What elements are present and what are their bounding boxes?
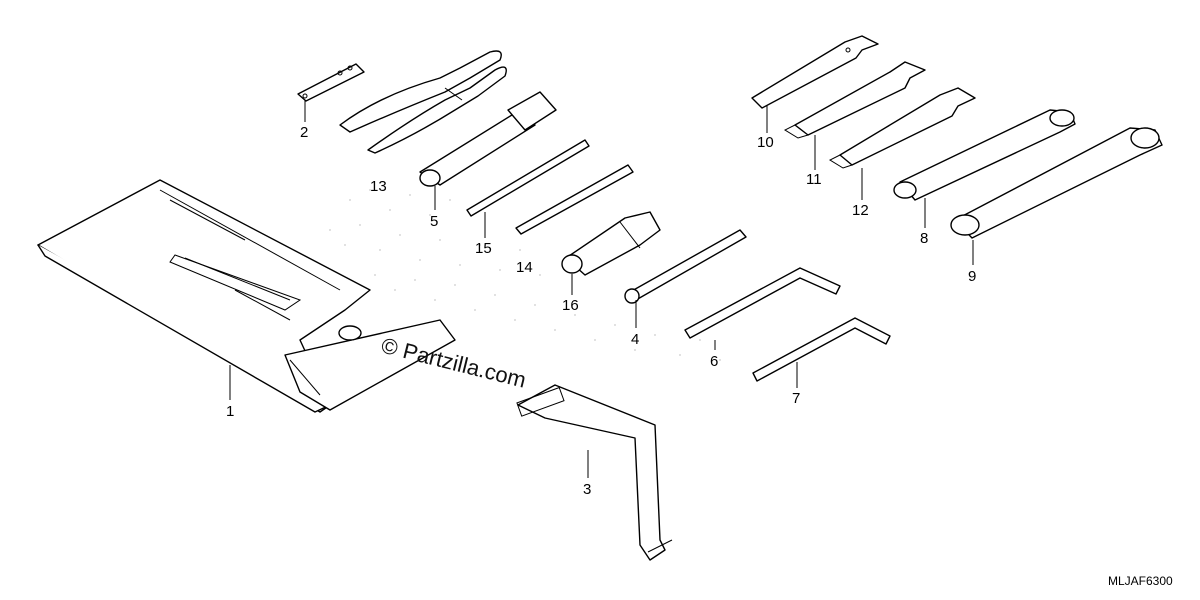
callout-10: 10 [757,134,774,151]
hex-key-small [752,317,891,382]
spark-plug-wrench [419,91,557,187]
screwdriver-shaft-14 [515,164,634,235]
callout-3: 3 [583,481,591,498]
tool-bag [37,179,456,413]
box-wrench-9 [950,127,1163,239]
tool-strap [516,384,673,561]
callout-12: 12 [852,202,869,219]
leader-lines [229,100,974,478]
diagram-code: MLJAF6300 [1108,574,1173,588]
callout-1: 1 [226,403,234,420]
callout-14: 14 [516,259,533,276]
screwdriver-shaft-15 [466,139,590,217]
callout-16: 16 [562,297,579,314]
callout-6: 6 [710,353,718,370]
callout-11: 11 [806,171,822,188]
screwdriver-handle [561,211,661,276]
callout-4: 4 [631,331,639,348]
callout-2: 2 [300,124,308,141]
callout-5: 5 [430,213,438,230]
callout-8: 8 [920,230,928,247]
callout-labels: 1 2 3 4 5 6 7 8 9 10 11 12 13 14 15 16 [226,124,976,498]
small-plate-part [297,63,365,102]
open-end-wrench-11 [783,61,926,139]
stipple-background [329,189,721,361]
callout-9: 9 [968,268,976,285]
callout-15: 15 [475,240,492,257]
open-end-wrench-10 [751,35,879,109]
screwdriver-bit [624,229,747,304]
callout-13: 13 [370,178,387,195]
hex-key-large [684,267,841,339]
box-wrench-8 [893,109,1076,201]
open-end-wrench-12 [828,87,976,169]
callout-7: 7 [792,390,800,407]
pliers [339,50,507,154]
